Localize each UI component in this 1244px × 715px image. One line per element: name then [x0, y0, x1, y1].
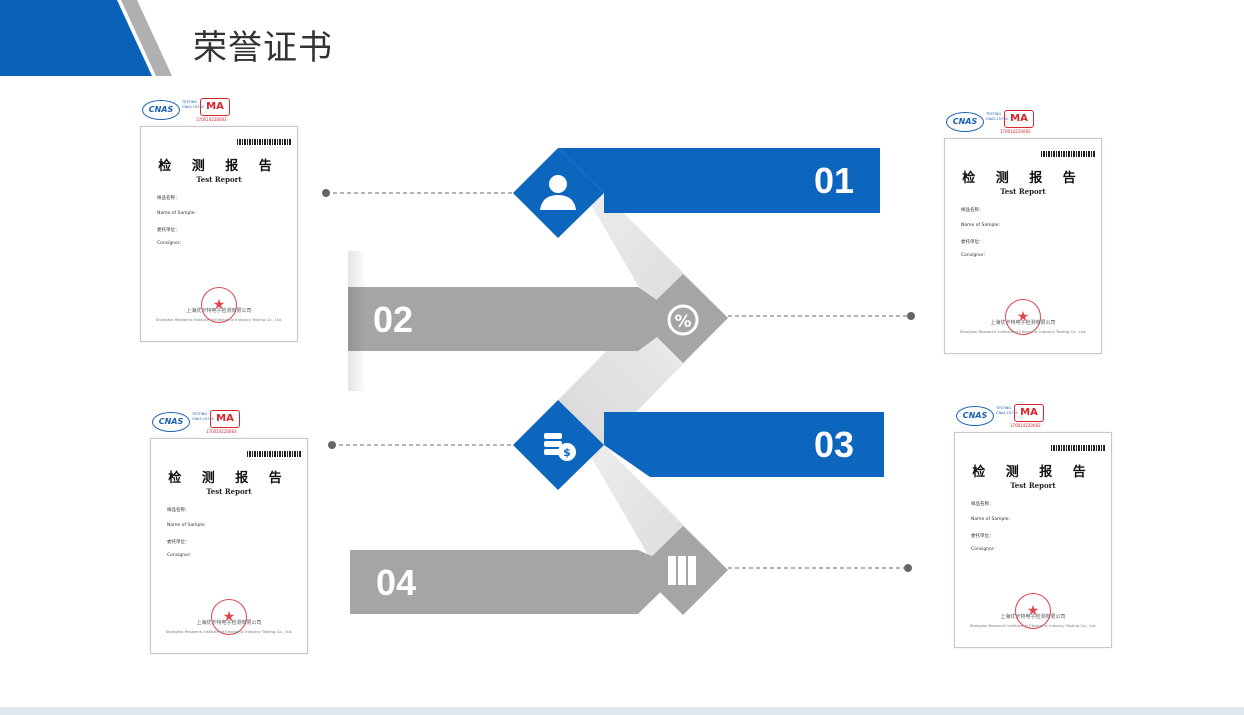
red-seal-icon: ★ [1005, 299, 1041, 335]
cma-logo: MA [1004, 110, 1034, 128]
cnas-logo: CNAS [142, 100, 180, 120]
step-number-02: 02 [373, 299, 413, 340]
header-accent-shape [0, 0, 172, 76]
user-icon [540, 175, 576, 210]
step-diamond-01 [513, 148, 604, 238]
svg-text:$: $ [563, 446, 571, 459]
certificate-bottom-right: CNAS TESTING CNAS L5746 MA 170014220083 … [954, 402, 1114, 652]
cert-page: 检 测 报 告 Test Report 样品名称： Name of Sample… [954, 432, 1112, 648]
cert-page: 检 测 报 告 Test Report 样品名称： Name of Sample… [150, 438, 308, 654]
cert-logos: CNAS TESTING CNAS L5746 MA 170014220083 [946, 108, 1066, 136]
svg-text:%: % [674, 312, 691, 332]
certificate-top-right: CNAS TESTING CNAS L5746 MA 170014220083 … [944, 108, 1104, 358]
cert-logos: CNAS TESTING CNAS L5746 MA 170014220083 [142, 96, 262, 124]
certificate-top-left: CNAS TESTING CNAS L5746 MA 170014220083 … [140, 96, 300, 346]
step-bar-01 [558, 148, 880, 213]
step-number-01: 01 [814, 160, 854, 201]
step-number-03: 03 [814, 424, 854, 465]
barcode [1041, 151, 1095, 157]
step-diamond-02 [638, 274, 728, 363]
cma-logo: MA [1014, 404, 1044, 422]
bottom-bar [0, 707, 1244, 715]
cnas-logo: CNAS [956, 406, 994, 426]
coins-icon: $ [544, 433, 576, 461]
step-bar-04 [350, 550, 683, 614]
red-seal-icon: ★ [201, 287, 237, 323]
cert-page: 检 测 报 告 Test Report 样品名称： Name of Sample… [944, 138, 1102, 354]
red-seal-icon: ★ [211, 599, 247, 635]
binders-icon [668, 556, 696, 585]
barcode [1051, 445, 1105, 451]
cma-logo: MA [210, 410, 240, 428]
red-seal-icon: ★ [1015, 593, 1051, 629]
step-bar-02 [348, 287, 683, 351]
barcode [237, 139, 291, 145]
barcode [247, 451, 301, 457]
cnas-logo: CNAS [152, 412, 190, 432]
percent-icon: % [667, 304, 699, 336]
cert-logos: CNAS TESTING CNAS L5746 MA 170014220083 [152, 408, 272, 436]
cert-logos: CNAS TESTING CNAS L5746 MA 170014220083 [956, 402, 1076, 430]
step-bar-03 [604, 412, 884, 477]
cert-page: 检 测 报 告 Test Report 样品名称： Name of Sample… [140, 126, 298, 342]
page-title: 荣誉证书 [193, 28, 333, 68]
certificate-bottom-left: CNAS TESTING CNAS L5746 MA 170014220083 … [150, 408, 310, 658]
cnas-logo: CNAS [946, 112, 984, 132]
step-number-04: 04 [376, 562, 416, 603]
cma-logo: MA [200, 98, 230, 116]
